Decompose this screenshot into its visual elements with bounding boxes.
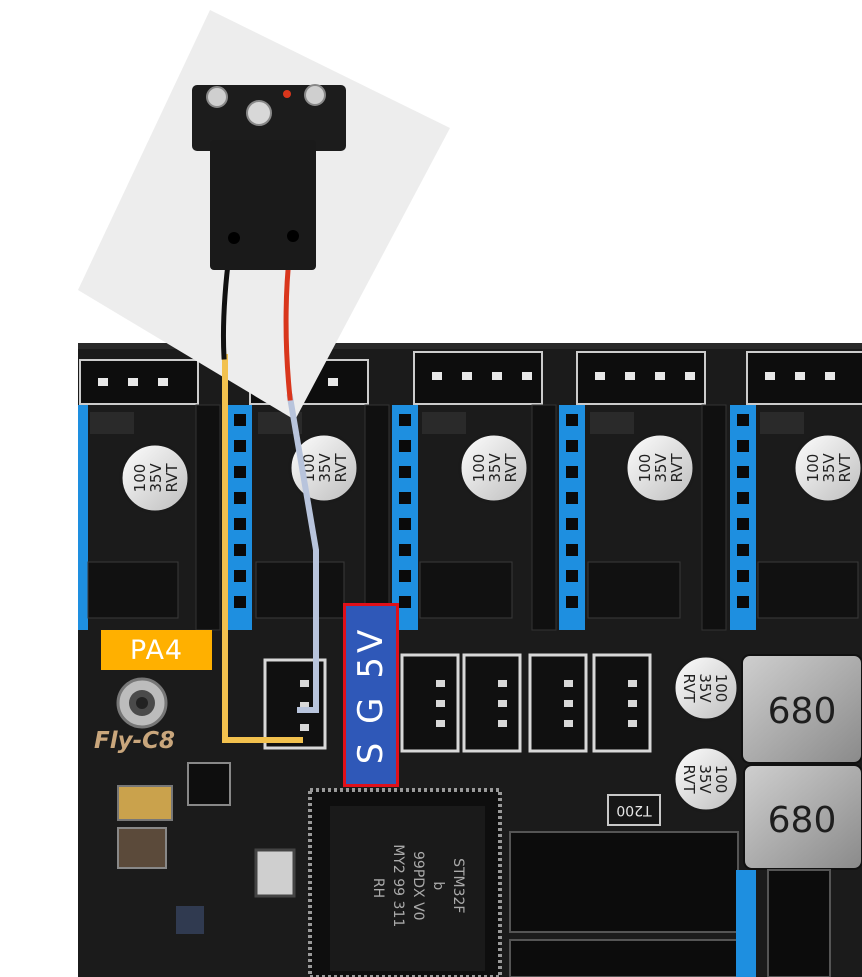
capacitor — [672, 745, 740, 813]
inductor-marking: 680 — [768, 800, 837, 841]
capacitor-marking: 100 — [470, 454, 488, 483]
capacitor — [119, 442, 191, 514]
mcu-marking: STM32F — [450, 858, 466, 913]
capacitor-marking: 100 — [131, 464, 149, 493]
capacitor-marking: 35V — [316, 453, 334, 483]
fan-connectors — [263, 653, 652, 753]
probe-body — [210, 140, 316, 270]
capacitor — [672, 654, 740, 722]
fan-connector — [528, 653, 588, 753]
capacitor — [792, 432, 862, 504]
capacitor-marking: 35V — [696, 673, 714, 703]
svg-text:10035VRVT: 10035VRVT — [470, 453, 520, 483]
svg-text:10035VRVT: 10035VRVT — [680, 673, 730, 703]
connector-label-text: S G 5V — [351, 625, 391, 765]
inductors: 680 680 — [741, 654, 862, 870]
pin-label: PA4 — [101, 630, 212, 670]
capacitor-marking: RVT — [680, 673, 698, 703]
capacitor — [624, 432, 696, 504]
black-header — [531, 404, 557, 631]
capacitor-marking: RVT — [668, 453, 686, 483]
board-name: Fly-C8 — [94, 728, 176, 754]
capacitor-marking: 100 — [636, 454, 654, 483]
jack-icon — [116, 677, 168, 729]
mcu-marking: MY2 99 311 — [390, 844, 406, 927]
svg-text:10035VRVT: 10035VRVT — [300, 453, 350, 483]
capacitor-marking: RVT — [836, 453, 854, 483]
capacitor-marking: 100 — [712, 674, 730, 703]
svg-text:10035VRVT: 10035VRVT — [636, 453, 686, 483]
ground-wire — [286, 393, 319, 713]
fan-connector — [462, 653, 522, 753]
capacitor — [458, 432, 530, 504]
resistor: T200 — [607, 794, 661, 826]
driver-headers — [78, 404, 804, 631]
top-connector — [79, 359, 199, 405]
capacitor-marking: RVT — [502, 453, 520, 483]
black-header — [364, 404, 390, 631]
capacitor-marking: 35V — [652, 453, 670, 483]
svg-text:10035VRVT: 10035VRVT — [131, 463, 181, 493]
top-connectors — [79, 351, 862, 405]
inductor — [741, 654, 862, 764]
mcu-marking: b — [430, 881, 446, 890]
capacitor-marking: 35V — [820, 453, 838, 483]
small-components — [117, 762, 296, 934]
fan-connector — [400, 653, 460, 753]
fan-connector — [592, 653, 652, 753]
mcu-chip: STM32F b 99PDX V0 MY2 99 311 RH — [308, 788, 502, 977]
mcu-marking: RH — [370, 878, 386, 898]
pcb-board-edge — [78, 343, 862, 349]
capacitor-marking: 100 — [804, 454, 822, 483]
capacitor-marking: 35V — [696, 764, 714, 794]
probe-sensor — [192, 84, 346, 270]
box-headers — [509, 831, 831, 977]
blue-header — [78, 405, 88, 630]
connector-label: S G 5V — [343, 603, 399, 787]
probe-magnet — [246, 100, 272, 126]
probe-magnet — [206, 86, 228, 108]
capacitor-marking: RVT — [163, 463, 181, 493]
black-header — [701, 404, 727, 631]
jumper-blocks — [87, 561, 859, 619]
capacitor-marking: 35V — [486, 453, 504, 483]
probe-magnet — [304, 84, 326, 106]
capacitor-marking: 100 — [712, 765, 730, 794]
capacitor-marking: RVT — [680, 764, 698, 794]
capacitor-marking: RVT — [332, 453, 350, 483]
signal-wire — [222, 354, 303, 743]
svg-text:10035VRVT: 10035VRVT — [804, 453, 854, 483]
svg-text:STM32F b 99PDX: STM32F b 99PDX V0 MY2 99 311 RH — [370, 844, 466, 931]
capacitors: 10035VRVT 10035VRVT 10035VRVT 10035VRVT … — [119, 432, 862, 813]
inductor-marking: 680 — [768, 691, 837, 732]
svg-text:10035VRVT: 10035VRVT — [680, 764, 730, 794]
mcu-marking: 99PDX V0 — [410, 851, 426, 921]
black-header — [195, 404, 221, 631]
capacitor-marking: 35V — [147, 463, 165, 493]
resistor-marking: T200 — [616, 802, 652, 818]
